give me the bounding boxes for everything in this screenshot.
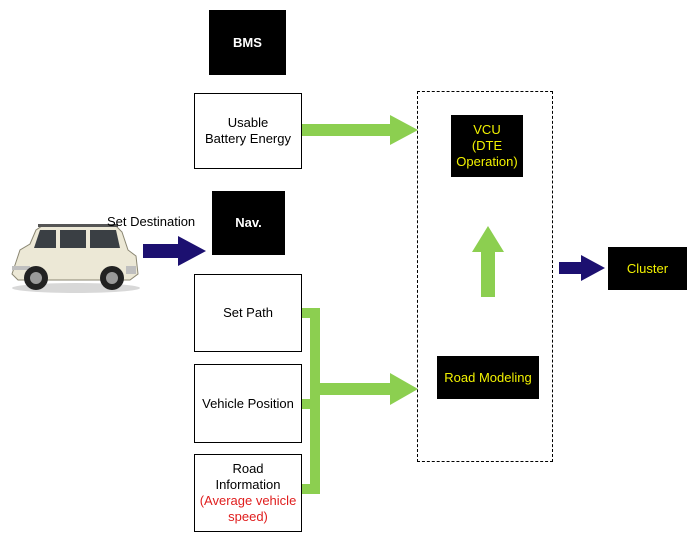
vcu-line-3: Operation) — [456, 154, 518, 169]
vcu-to-cluster-arrow — [559, 255, 605, 281]
car-to-nav-arrow — [143, 236, 206, 266]
cluster-label: Cluster — [626, 260, 669, 276]
battery-to-vcu-arrow — [302, 115, 418, 145]
vehicle-position-label: Vehicle Position — [202, 395, 294, 411]
set-path-label: Set Path — [223, 305, 273, 320]
vehicle-position-box: Vehicle Position — [194, 364, 302, 443]
road-information-line-2: Information — [215, 477, 281, 492]
cluster-box: Cluster — [608, 247, 687, 290]
bracket-vertical-bar — [310, 308, 320, 494]
road-information-note-line-1: (Average vehicle — [199, 493, 297, 508]
road-modeling-label: Road Modeling — [444, 369, 532, 385]
usable-battery-energy-box: Usable Battery Energy — [194, 93, 302, 169]
bracket-to-road-modeling-arrow — [320, 373, 418, 405]
nav-label: Nav. — [235, 215, 262, 230]
vcu-box: VCU (DTE Operation) — [451, 115, 523, 177]
vcu-group-dashed-border — [417, 91, 553, 462]
car-image — [11, 224, 140, 293]
road-modeling-to-vcu-arrow — [472, 226, 504, 297]
bms-label: BMS — [233, 34, 262, 50]
road-modeling-box: Road Modeling — [437, 356, 539, 399]
road-information-line-1: Road — [232, 461, 264, 476]
usable-battery-line-2: Battery Energy — [205, 131, 291, 146]
road-information-box: Road Information (Average vehicle speed) — [194, 454, 302, 532]
set-path-box: Set Path — [194, 274, 302, 352]
set-destination-label: Set Destination — [107, 214, 196, 229]
usable-battery-line-1: Usable — [227, 115, 269, 130]
vcu-line-2: (DTE — [471, 138, 503, 153]
nav-box: Nav. — [212, 191, 285, 255]
bms-box: BMS — [209, 10, 286, 75]
vcu-line-1: VCU — [473, 122, 501, 137]
road-information-note-line-2: speed) — [228, 509, 268, 524]
